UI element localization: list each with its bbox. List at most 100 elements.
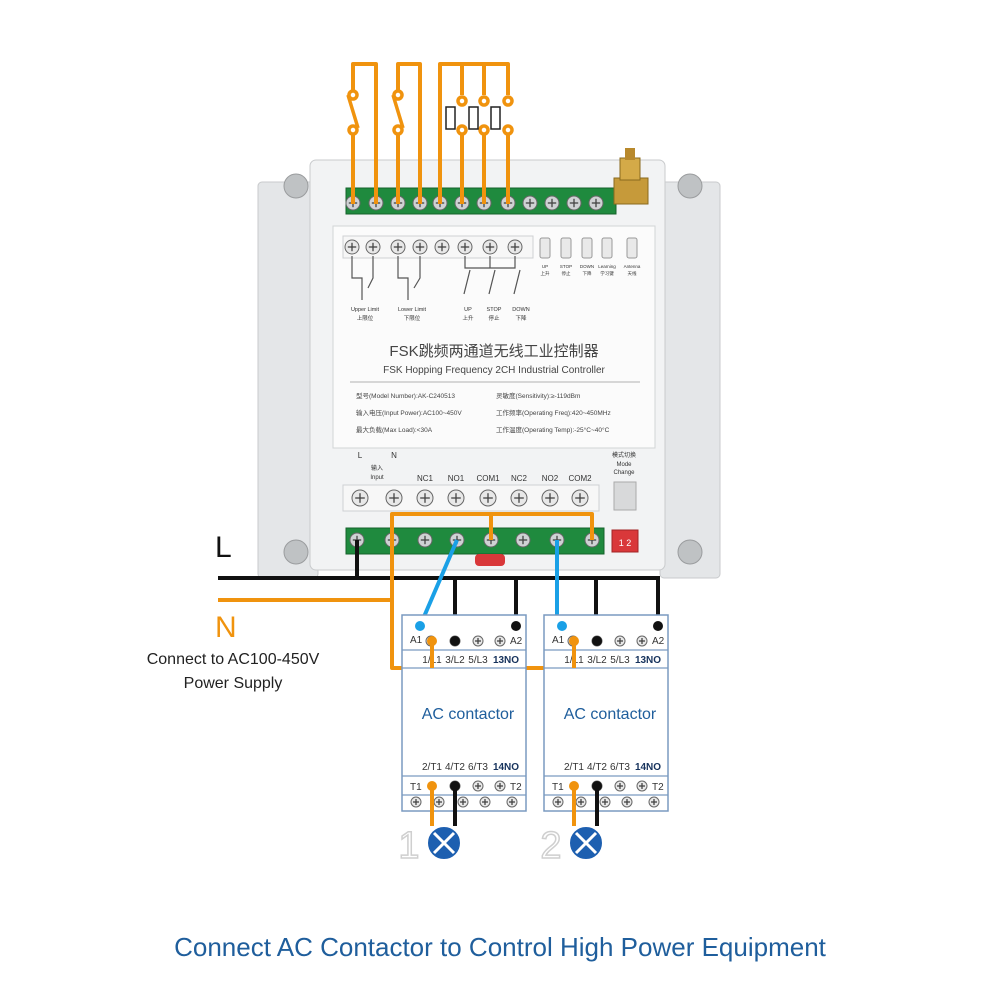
wire-terminal [427,636,437,646]
terminal-A2: A2 [652,636,665,647]
label-terminal-screw [571,489,589,507]
panel-button-label-cn: 上升 [541,270,550,277]
contactor-terminal-label: 14NO [635,762,661,773]
label-lower-limit-cn: 下限位 [404,314,421,322]
contactor-screw [636,780,648,792]
spec-temp: 工作温度(Operating Temp):-25°C~40°C [496,425,610,434]
label-N-supply: N [215,611,237,644]
mode-label-2: Change [613,470,635,476]
spec-model: 型号(Model Number):AK-C240513 [356,391,455,400]
label-terminal-screw [416,489,434,507]
contactor-terminal-label: 2/T1 [564,762,584,773]
wire-terminal [511,621,521,631]
label-up-cn: 上升 [462,314,474,322]
contactor-screw [494,780,506,792]
panel-button[interactable] [601,237,613,259]
label-down: DOWN [512,307,529,313]
supply-note-line2: Power Supply [183,675,283,692]
contactor-screw [636,635,648,647]
wire-terminal [415,621,425,631]
contactor-screw [599,796,611,808]
contactor-terminal-label: 5/L3 [610,655,630,666]
spec-sensitivity: 灵敏度(Sensitivity):≥-119dBm [496,391,580,400]
contactor-screw [433,796,445,808]
panel-button-label-cn: 学习键 [600,270,614,277]
dip-switch[interactable] [611,529,639,553]
terminal-A1: A1 [410,635,423,646]
contactor-terminal-label: 13NO [493,655,519,666]
terminal-label: NC2 [511,474,528,483]
panel-button-label: Learning [598,264,616,269]
contactor-screw [614,635,626,647]
contactor-name: AC contactor [564,706,657,723]
spec-power: 输入电压(Input Power):AC100~450V [356,408,462,417]
terminal-label: COM2 [568,474,592,483]
panel-button[interactable] [581,237,593,259]
contactor-terminal-label: 3/L2 [445,655,465,666]
label-up: UP [464,307,472,313]
caption: Connect AC Contactor to Control High Pow… [174,932,826,962]
label-terminal-screw [479,489,497,507]
contactor-terminal-label: 2/T1 [422,762,442,773]
wire-terminal [592,636,602,646]
lamp-icon [568,825,604,861]
switch-contacts [346,89,514,136]
supply-note: Connect to AC100-450V Power Supply [118,648,348,696]
label-down-cn: 下降 [515,314,527,322]
contactor-screw [621,796,633,808]
contactor-terminal-label: 6/T3 [468,762,488,773]
terminal-screw [515,532,531,548]
red-tab [475,554,505,566]
dip-switch-slot[interactable] [613,481,637,511]
panel-button-label: STOP [560,264,572,269]
mount-hole [677,539,703,565]
contactor-terminal-label: 6/T3 [610,762,630,773]
label-terminal-screw [457,239,473,255]
load-number: 2 [540,825,561,867]
wire-terminal [557,621,567,631]
din-rail-left [257,181,319,579]
contactor-screw [457,796,469,808]
label-N: N [391,451,397,460]
contactor-terminal-label: 13NO [635,655,661,666]
contactor-screw [648,796,660,808]
wire-terminal [569,636,579,646]
label-terminal-screw [385,489,403,507]
terminal-label: NO1 [448,474,465,483]
terminal-T2: T2 [510,782,522,793]
antenna-icon [613,148,649,205]
dip-switch-label: 1 2 [619,538,632,548]
panel-button-label-cn: 下降 [583,270,592,277]
panel-button-label: Antenna [624,264,641,269]
label-terminal-screw [390,239,406,255]
contactor-body [401,614,527,812]
bottom-label-terminal-row [342,484,600,512]
label-terminal-screw [541,489,559,507]
terminal-label: NC1 [417,474,434,483]
label-schematic [351,256,521,300]
label-terminal-screw [344,239,360,255]
terminal-screw [544,195,560,211]
contactor-screw [575,796,587,808]
mount-hole [283,173,309,199]
mount-hole [283,539,309,565]
label-L-supply: L [215,531,232,564]
label-upper-limit-cn: 上限位 [357,314,374,322]
label-stop: STOP [487,307,502,313]
terminal-T2: T2 [652,782,664,793]
label-terminal-screw [510,489,528,507]
contactor-body [543,614,669,812]
panel-button[interactable] [626,237,638,259]
contactor-screw [494,635,506,647]
mount-hole [677,173,703,199]
contactor-terminal-label: 5/L3 [468,655,488,666]
contactor-name: AC contactor [422,706,515,723]
panel-button[interactable] [539,237,551,259]
panel-button-label: DOWN [580,264,594,269]
terminal-screw [522,195,538,211]
panel-button[interactable] [560,237,572,259]
terminal-label: COM1 [476,474,500,483]
